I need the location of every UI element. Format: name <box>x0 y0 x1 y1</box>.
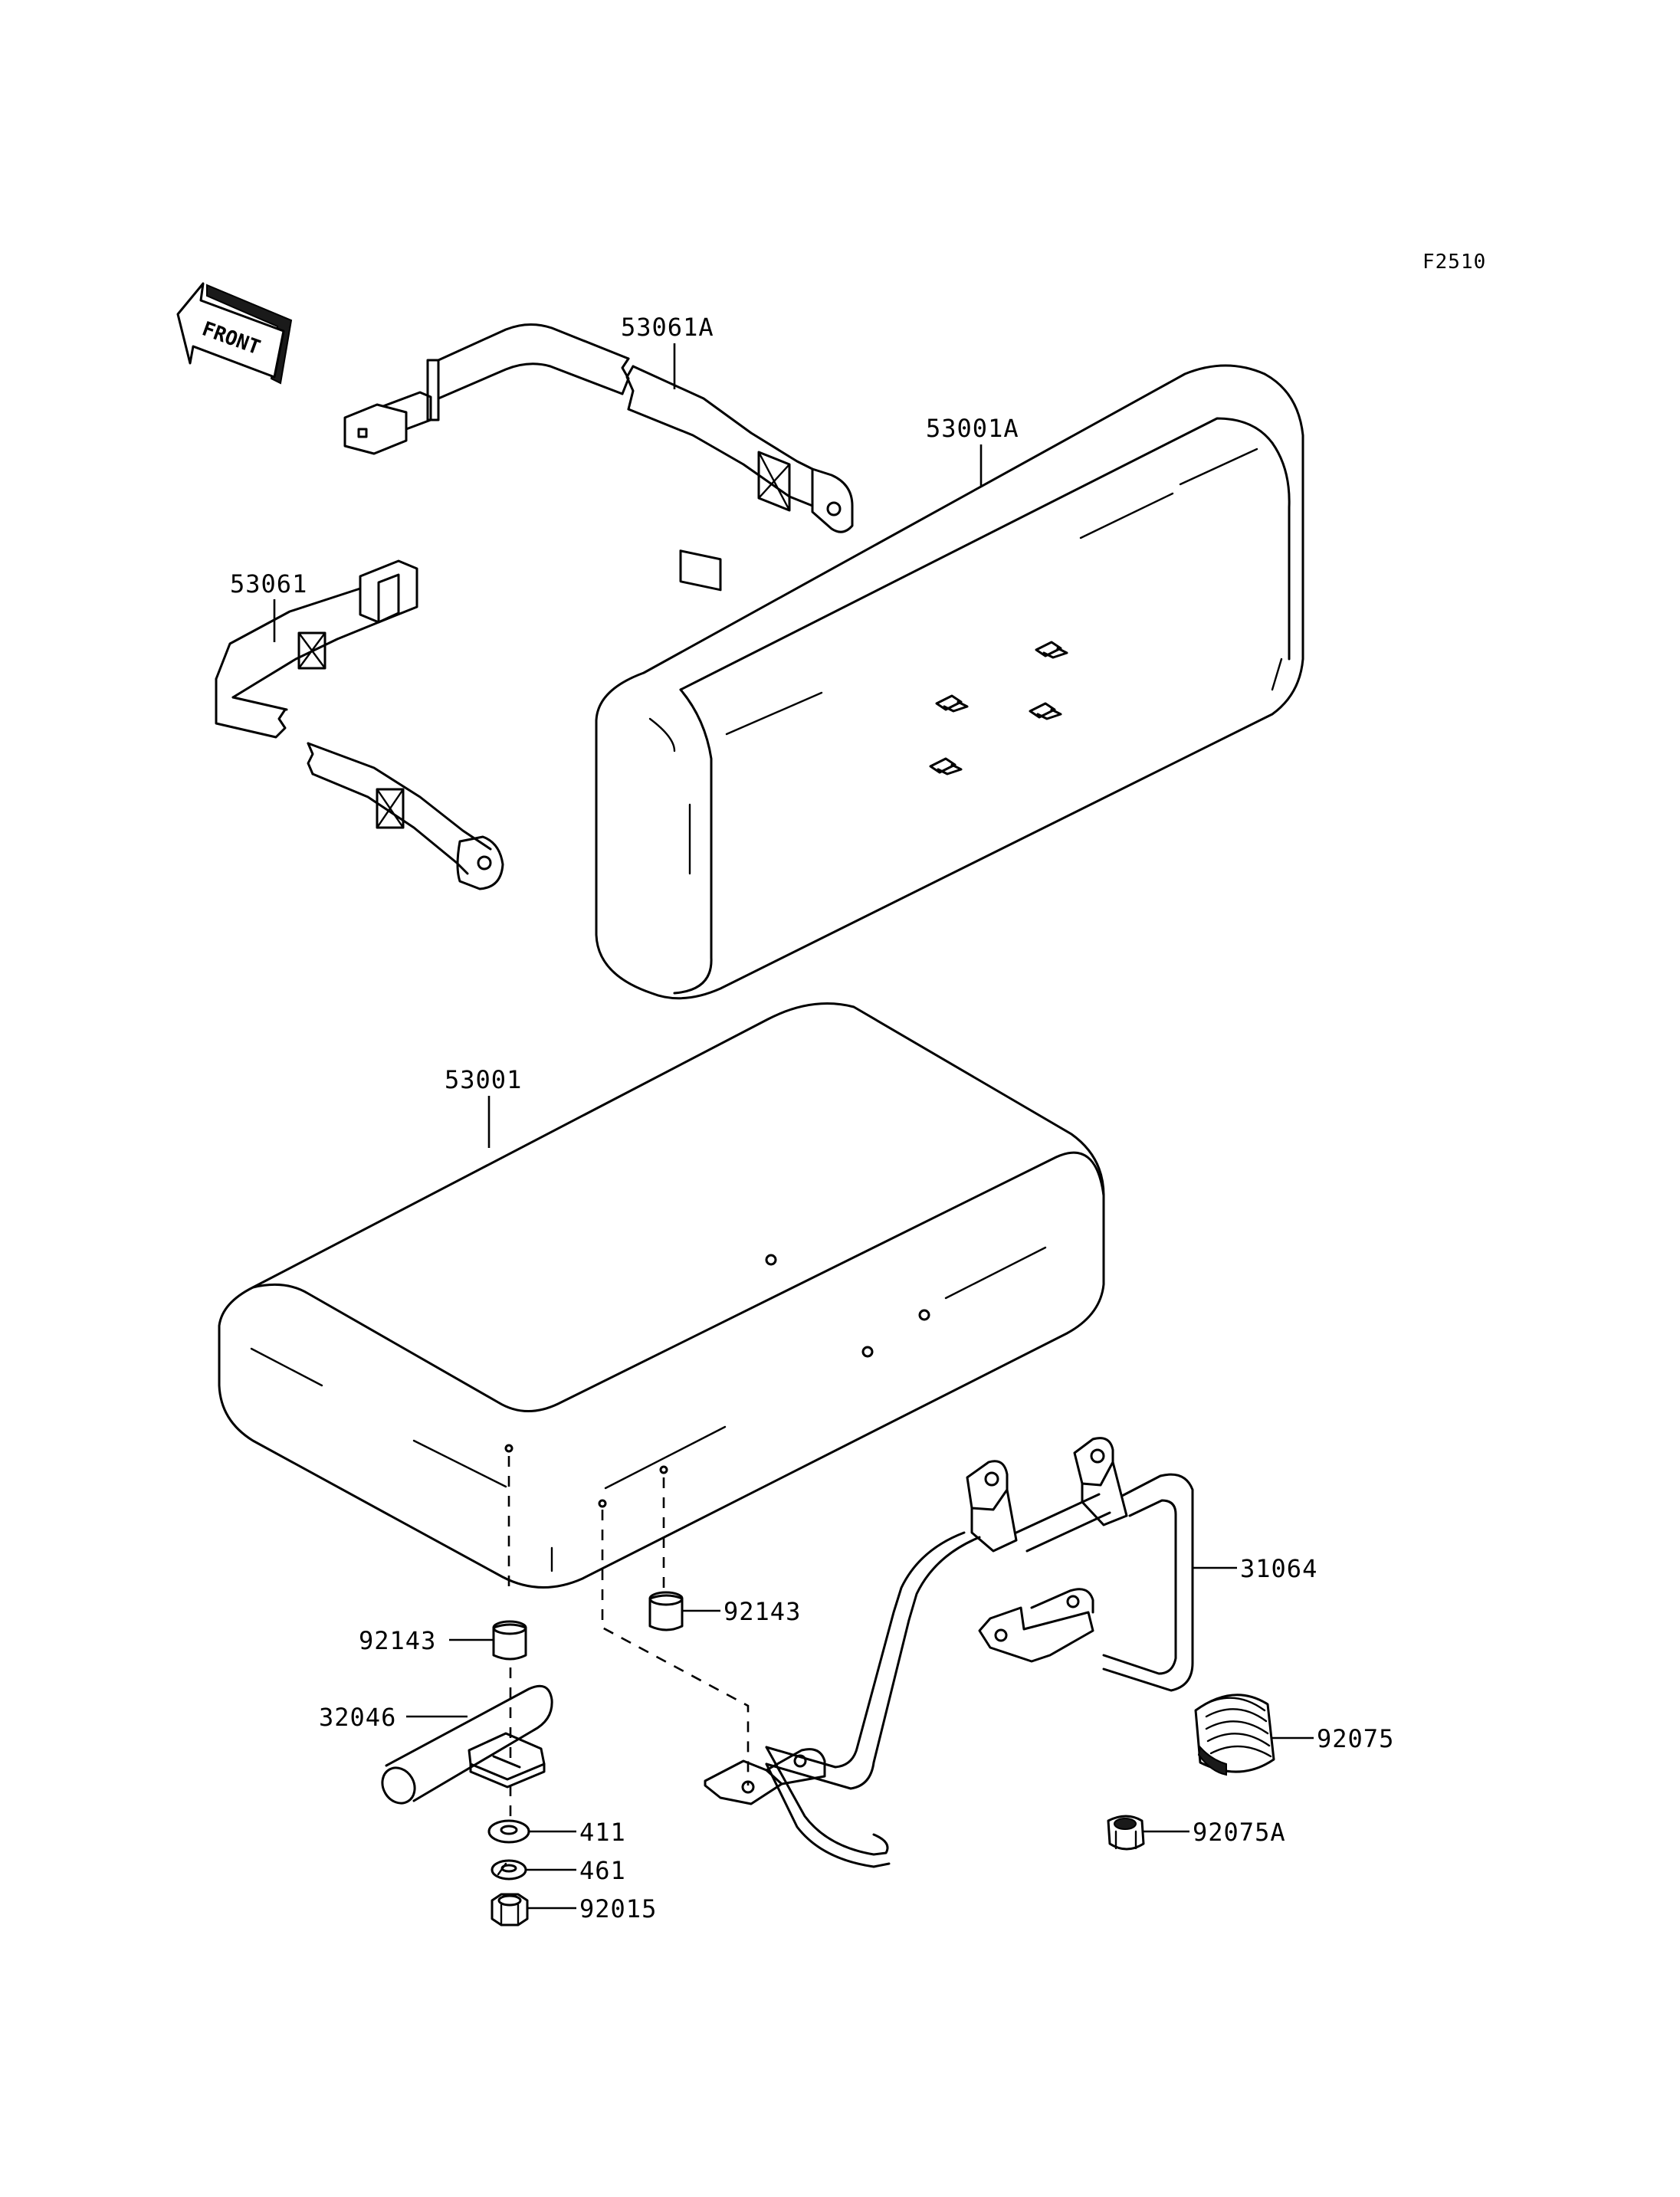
collar-right-part <box>648 1591 684 1631</box>
seat-belt-a-part <box>343 323 854 592</box>
label-31064: 31064 <box>1240 1554 1317 1583</box>
label-411: 411 <box>579 1818 626 1847</box>
label-92075a: 92075A <box>1193 1818 1286 1847</box>
nut-part <box>491 1893 529 1926</box>
label-92143-right: 92143 <box>724 1597 801 1626</box>
label-92075: 92075 <box>1317 1724 1394 1753</box>
label-53061: 53061 <box>230 569 307 598</box>
backrest-part <box>595 364 1304 1000</box>
seat-belt-part <box>215 559 504 890</box>
label-53001: 53001 <box>445 1065 522 1094</box>
grommet-part <box>1194 1694 1275 1776</box>
nut-a-part <box>1107 1815 1145 1851</box>
label-53001a: 53001A <box>926 414 1019 443</box>
label-32046: 32046 <box>319 1703 396 1732</box>
label-92143-left: 92143 <box>359 1626 436 1655</box>
seat-cushion-part <box>218 1002 1105 1589</box>
figure-code: F2510 <box>1422 251 1486 274</box>
label-53061a: 53061A <box>621 313 714 342</box>
bracket-part <box>381 1667 553 1824</box>
collar-left-part <box>492 1620 527 1661</box>
washer-part <box>487 1819 530 1844</box>
frame-part <box>704 1437 1194 1868</box>
label-92015: 92015 <box>579 1894 657 1923</box>
label-461: 461 <box>579 1856 626 1885</box>
front-arrow-icon: FRONT <box>176 282 293 385</box>
lock-washer-part <box>491 1859 527 1881</box>
